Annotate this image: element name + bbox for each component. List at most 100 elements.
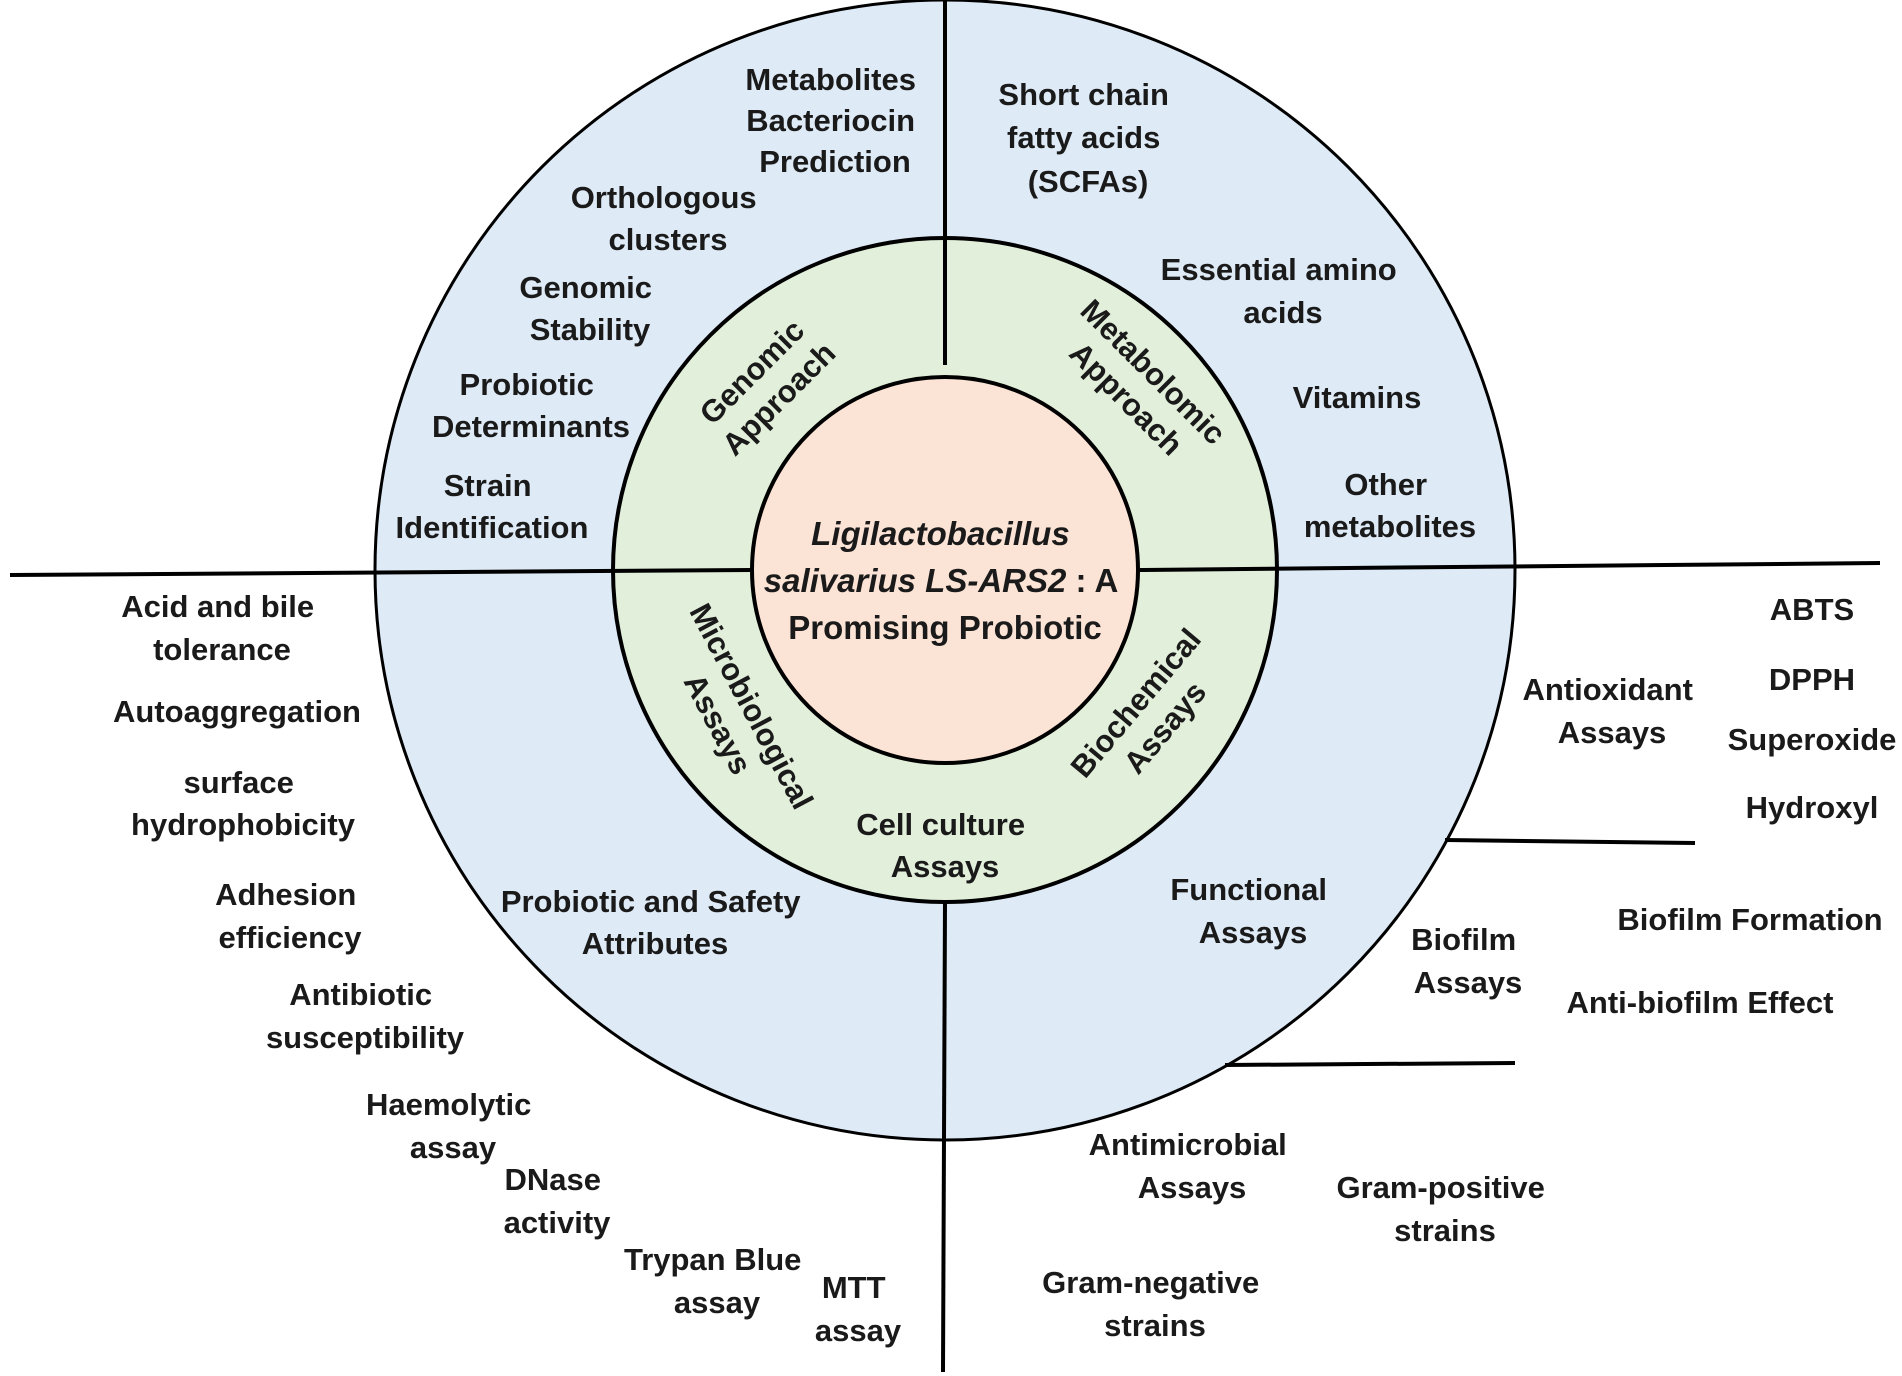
label-genomic-stability: Genomic Stability: [519, 270, 660, 347]
l1: Haemolytic: [366, 1087, 531, 1122]
l1: Vitamins: [1293, 380, 1422, 415]
l1: Antibiotic: [289, 977, 432, 1012]
label-adhesion-efficiency: Adhesion efficiency: [215, 877, 365, 955]
l1: Gram-positive: [1336, 1170, 1544, 1205]
center-line-2-rest: : A: [1066, 562, 1117, 599]
label-gram-positive: Gram-positive strains: [1336, 1170, 1553, 1248]
label-gram-negative: Gram-negative strains: [1042, 1265, 1268, 1343]
divider-right: [1137, 561, 1881, 572]
label-autoaggregation: Autoaggregation: [113, 694, 361, 729]
l1: Antimicrobial: [1089, 1127, 1287, 1162]
label-antimicrobial-assays: Antimicrobial Assays: [1089, 1127, 1296, 1205]
l2: Assays: [1414, 965, 1523, 1000]
l1: MTT: [822, 1270, 886, 1305]
l1: Short chain: [998, 77, 1169, 112]
l2: Assays: [1558, 715, 1667, 750]
label-antibiotic-susceptibility: Antibiotic susceptibility: [266, 977, 465, 1055]
label-superoxide: Superoxide: [1728, 722, 1897, 757]
l1: Functional: [1170, 872, 1327, 907]
l2: strains: [1394, 1213, 1496, 1248]
l2: assay: [815, 1313, 902, 1348]
l2: Attributes: [582, 926, 728, 961]
label-mtt-assay: MTT assay: [815, 1270, 902, 1348]
l2: clusters: [609, 222, 728, 257]
biofilm-connector: [1224, 1061, 1516, 1067]
l2: acids: [1243, 295, 1322, 330]
label-other-metabolites: Other metabolites: [1304, 467, 1476, 544]
center-line-2: salivarius LS-ARS2 : A: [764, 562, 1118, 599]
l2: tolerance: [153, 632, 291, 667]
l2: metabolites: [1304, 509, 1476, 544]
l1: Strain: [444, 468, 532, 503]
divider-left: [9, 568, 753, 577]
l1: Antioxidant: [1522, 672, 1693, 707]
label-abts: ABTS: [1770, 592, 1854, 627]
l2: assay: [674, 1285, 761, 1320]
l2: fatty acids: [1007, 120, 1160, 155]
divider-bottom: [941, 901, 947, 1373]
l1: Adhesion: [215, 877, 356, 912]
l1: DNase: [504, 1162, 601, 1197]
l1: surface: [184, 765, 294, 800]
l1: Other: [1344, 467, 1427, 502]
label-strain-identification: Strain Identification: [396, 468, 589, 545]
center-line-3: Promising Probiotic: [788, 609, 1102, 646]
antioxidant-connector: [1444, 838, 1696, 845]
l2: Identification: [396, 510, 589, 545]
l1: Trypan Blue: [624, 1242, 801, 1277]
l2: activity: [504, 1205, 612, 1240]
l2: hydrophobicity: [131, 807, 356, 842]
l1: Anti-biofilm Effect: [1567, 985, 1834, 1020]
l1: Autoaggregation: [113, 694, 361, 729]
l1: Hydroxyl: [1746, 790, 1879, 825]
label-functional-assays: Functional Assays: [1170, 872, 1335, 950]
l2: Assays: [1199, 915, 1308, 950]
label-biofilm-formation: Biofilm Formation: [1617, 902, 1882, 937]
ring-cell-culture: Cell culture Assays: [856, 807, 1033, 884]
l1: Probiotic and Safety: [501, 884, 801, 919]
label-probiotic-safety-attributes: Probiotic and Safety Attributes: [501, 884, 809, 961]
center-line-1: Ligilactobacillus: [811, 515, 1070, 552]
l1: Acid and bile: [121, 589, 314, 624]
center-title: Ligilactobacillus salivarius LS-ARS2 : A…: [764, 515, 1127, 646]
l1: ABTS: [1770, 592, 1854, 627]
l2: Assays: [1138, 1170, 1247, 1205]
label-metabolites-bacteriocin: Metabolites Bacteriocin Prediction: [745, 62, 924, 179]
label-acid-bile-tolerance: Acid and bile tolerance: [121, 589, 323, 667]
l2: efficiency: [218, 920, 362, 955]
ring-cell-line-2: Assays: [891, 849, 1000, 884]
label-orthologous: Orthologous clusters: [571, 180, 766, 257]
label-probiotic-determinants: Probiotic Determinants: [432, 367, 630, 444]
l1: DPPH: [1769, 662, 1855, 697]
label-dnase-activity: DNase activity: [504, 1162, 612, 1240]
l2: Stability: [530, 312, 651, 347]
label-haemolytic-assay: Haemolytic assay: [366, 1087, 540, 1165]
center-strain: salivarius LS-ARS2: [764, 562, 1067, 599]
label-dpph: DPPH: [1769, 662, 1855, 697]
l2: Determinants: [432, 409, 630, 444]
l2: strains: [1104, 1308, 1206, 1343]
label-trypan-blue-assay: Trypan Blue assay: [624, 1242, 810, 1320]
l3: (SCFAs): [1028, 164, 1149, 199]
l1: Orthologous: [571, 180, 757, 215]
label-hydroxyl: Hydroxyl: [1746, 790, 1879, 825]
l1: Essential amino: [1161, 252, 1397, 287]
l1: Superoxide: [1728, 722, 1897, 757]
l1: Biofilm Formation: [1617, 902, 1882, 937]
label-vitamins: Vitamins: [1293, 380, 1422, 415]
label-antioxidant-assays: Antioxidant Assays: [1522, 672, 1701, 750]
l3: Prediction: [759, 144, 911, 179]
ring-cell-line-1: Cell culture: [856, 807, 1025, 842]
label-anti-biofilm-effect: Anti-biofilm Effect: [1567, 985, 1834, 1020]
l1: Metabolites: [745, 62, 916, 97]
l1: Probiotic: [460, 367, 594, 402]
l2: susceptibility: [266, 1020, 465, 1055]
label-surface-hydrophobicity: surface hydrophobicity: [131, 765, 356, 842]
label-scfa: Short chain fatty acids (SCFAs): [998, 77, 1177, 199]
l1: Biofilm: [1411, 922, 1516, 957]
l1: Gram-negative: [1042, 1265, 1259, 1300]
label-biofilm-assays: Biofilm Assays: [1411, 922, 1525, 1000]
l2: Bacteriocin: [746, 103, 915, 138]
l1: Genomic: [519, 270, 652, 305]
